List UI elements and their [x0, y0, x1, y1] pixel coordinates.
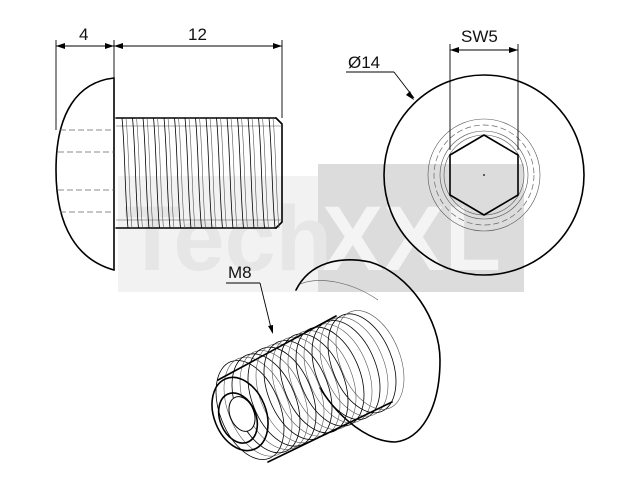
watermark-text-left: Tech: [124, 188, 332, 290]
hex-socket: [449, 134, 519, 216]
head-outline-circle: [383, 74, 585, 276]
watermark-box-right: [318, 164, 524, 292]
head-dome: [55, 77, 115, 271]
side-view: [55, 77, 283, 271]
isometric-view: M8: [211, 259, 441, 463]
iso-head: [295, 259, 441, 443]
dim-head-height: 4: [79, 25, 88, 44]
dim-thread-spec: M8: [228, 263, 252, 282]
dimension-lines: 4 12: [55, 25, 283, 130]
iso-thread: [215, 310, 405, 463]
dim-head-diameter: Ø14: [348, 53, 380, 72]
watermark: Tech XXL: [118, 164, 524, 292]
watermark-box-left: [118, 176, 328, 292]
end-view: SW5 Ø14: [346, 27, 585, 276]
watermark-text-right: XXL: [322, 188, 501, 290]
dim-socket-size: SW5: [461, 27, 498, 46]
iso-end-face: [211, 376, 269, 452]
dim-thread-length: 12: [188, 25, 207, 44]
thread-body: [115, 117, 283, 229]
